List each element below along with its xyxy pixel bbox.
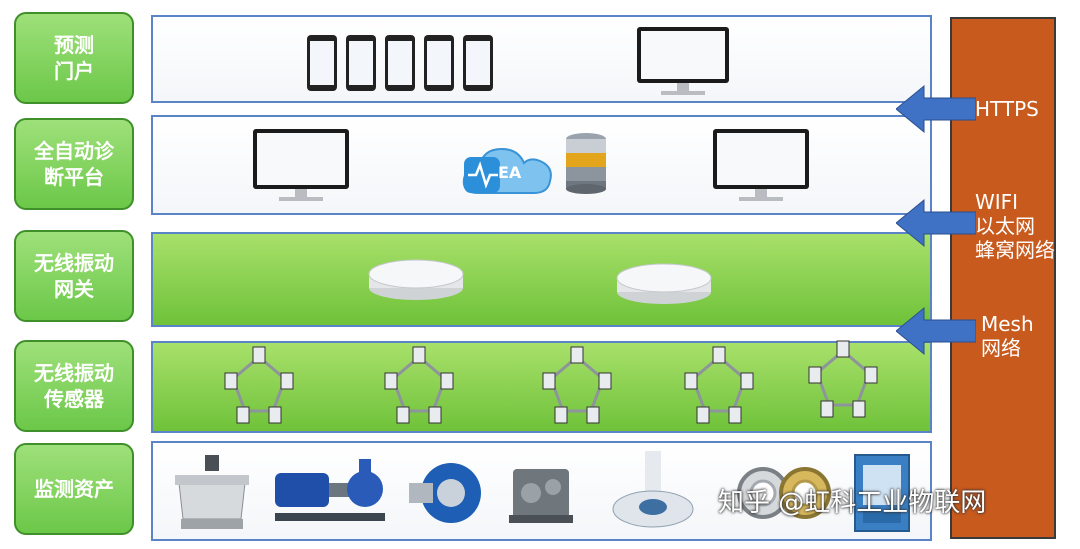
cloud-icon xyxy=(462,147,552,194)
band-sensor xyxy=(151,340,932,433)
layer-label-assets: 监测资产 xyxy=(14,443,134,535)
layer-label-diagnosis: 全自动诊 断平台 xyxy=(14,118,134,210)
cloud-badge: EA xyxy=(498,163,522,182)
sensor-cluster-image xyxy=(542,346,612,424)
sensor-cluster-image xyxy=(808,340,878,418)
layer-label-gateway: 无线振动 网关 xyxy=(14,230,134,322)
band-gateway xyxy=(151,232,932,327)
monitor-image xyxy=(253,129,349,205)
phone-image xyxy=(346,35,376,91)
gateway-device-image xyxy=(368,259,464,300)
bus-label-mesh: Mesh 网络 xyxy=(981,312,1034,360)
bearing-image xyxy=(737,467,831,519)
layer-label-sensor: 无线振动 传感器 xyxy=(14,340,134,432)
phone-image xyxy=(463,35,493,91)
sensor-cluster-image xyxy=(384,346,454,424)
pump-image xyxy=(275,459,385,521)
blower-image xyxy=(409,463,481,523)
sensor-cluster-image xyxy=(684,346,754,424)
band-portal xyxy=(151,15,932,103)
phone-image xyxy=(424,35,454,91)
band-diagnosis: EA xyxy=(151,115,932,215)
phone-image xyxy=(385,35,415,91)
mixer-image xyxy=(175,455,249,529)
monitor-image xyxy=(713,129,809,205)
fan-impeller-image xyxy=(612,451,694,528)
compressor-cabinet-image xyxy=(854,454,910,532)
bus-label-wifi: WIFI 以太网 蜂窝网络 xyxy=(975,190,1055,262)
arrow-left-icon xyxy=(896,84,976,134)
gearbox-image xyxy=(509,469,573,523)
watermark: 知乎 @虹科工业物联网 xyxy=(718,488,987,518)
sensor-cluster-image xyxy=(224,346,294,424)
phone-image xyxy=(307,35,337,91)
arrow-left-icon xyxy=(896,198,976,248)
layer-label-portal: 预测 门户 xyxy=(14,12,134,104)
bus-label-https: HTTPS xyxy=(975,97,1039,121)
arrow-left-icon xyxy=(896,306,976,356)
monitor-image xyxy=(637,27,729,97)
gateway-device-image xyxy=(616,263,712,304)
band-assets xyxy=(151,441,932,541)
database-icon xyxy=(566,133,606,194)
